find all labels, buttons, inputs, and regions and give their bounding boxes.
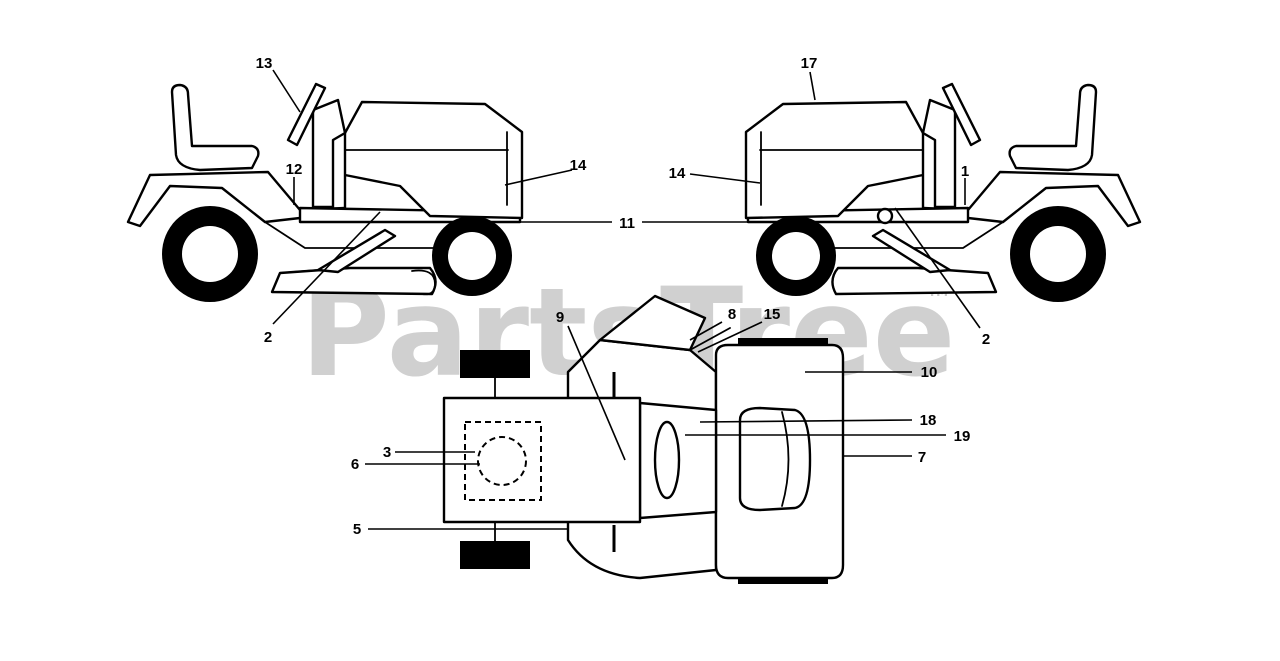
callout-18: 18 xyxy=(920,412,937,429)
callout-14-left: 14 xyxy=(570,157,587,174)
callout-19: 19 xyxy=(954,428,971,445)
callout-10: 10 xyxy=(921,364,938,381)
callout-15: 15 xyxy=(764,306,781,323)
callout-17: 17 xyxy=(801,55,818,72)
callout-11: 11 xyxy=(619,215,635,232)
callout-6: 6 xyxy=(351,456,359,473)
callout-13: 13 xyxy=(256,55,273,72)
callout-12: 12 xyxy=(286,161,303,178)
callout-9: 9 xyxy=(556,309,564,326)
callout-5: 5 xyxy=(353,521,361,538)
callout-3: 3 xyxy=(383,444,391,461)
callout-14-right: 14 xyxy=(669,165,686,182)
front-wheel-bottom xyxy=(460,541,530,569)
tractor-top-view xyxy=(442,294,845,584)
tractor-side-view-right xyxy=(744,82,1142,302)
callout-labels: 13 12 14 11 2 17 14 1 2 9 8 15 10 18 19 … xyxy=(256,55,991,538)
callout-1: 1 xyxy=(961,163,969,180)
callout-8: 8 xyxy=(728,306,736,323)
leader-lines xyxy=(272,69,981,530)
front-wheel-top xyxy=(460,350,530,378)
callout-2-right: 2 xyxy=(982,331,990,348)
callout-2-left: 2 xyxy=(264,329,272,346)
callout-7: 7 xyxy=(918,449,926,466)
tractor-side-view-left xyxy=(126,82,524,302)
